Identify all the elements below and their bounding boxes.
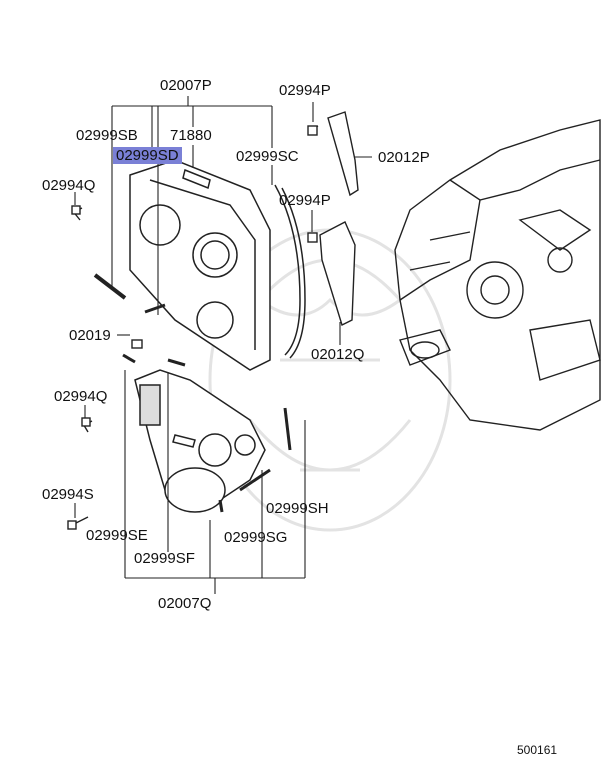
label-02994P-mid: 02994P <box>279 192 331 209</box>
engine-block <box>394 119 601 431</box>
label-02994Q-upper: 02994Q <box>42 177 96 194</box>
bracket-parts <box>319 111 359 326</box>
label-02012P: 02012P <box>378 149 430 166</box>
label-02007P: 02007P <box>160 77 212 94</box>
label-02007Q: 02007Q <box>158 595 212 612</box>
figure-number: 500161 <box>517 743 558 757</box>
label-02999SE: 02999SE <box>86 527 148 544</box>
label-02019: 02019 <box>69 327 111 344</box>
leader-lines <box>74 96 372 594</box>
label-02999SB: 02999SB <box>76 127 138 144</box>
upper-timing-cover <box>129 159 306 371</box>
label-02999SC: 02999SC <box>236 148 299 165</box>
label-02999SH: 02999SH <box>266 500 329 517</box>
label-02994S: 02994S <box>42 486 94 503</box>
label-02994Q-lower: 02994Q <box>54 388 108 405</box>
label-02999SD-highlighted[interactable]: 02999SD <box>113 147 182 164</box>
label-02012Q: 02012Q <box>311 346 365 363</box>
label-02999SG: 02999SG <box>224 529 288 546</box>
lower-timing-cover <box>134 369 292 513</box>
label-71880: 71880 <box>170 127 212 144</box>
label-02999SF: 02999SF <box>134 550 195 567</box>
bolts <box>67 125 319 530</box>
label-02994P-top: 02994P <box>279 82 331 99</box>
